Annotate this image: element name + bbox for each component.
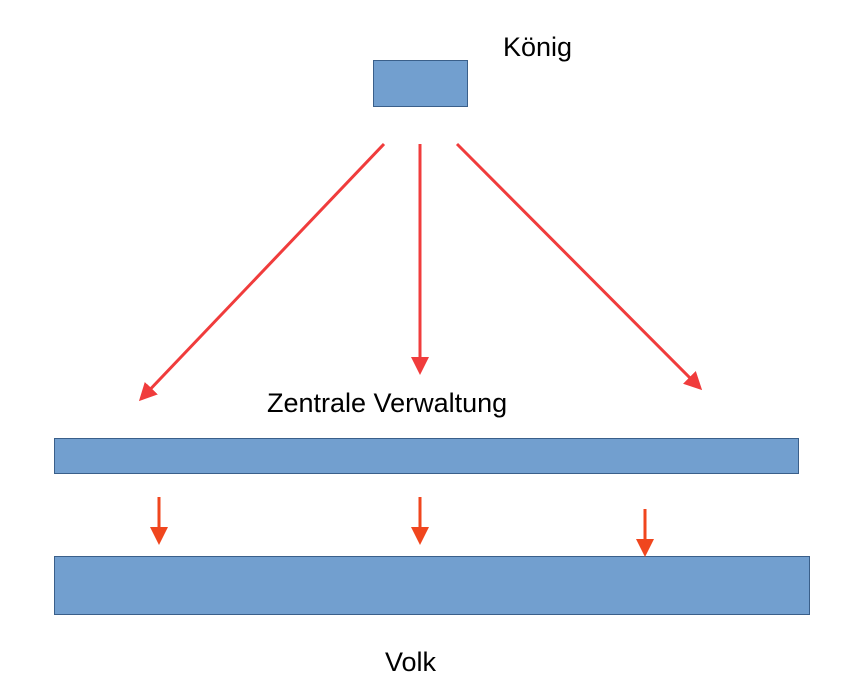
zentrale-verwaltung-label: Zentrale Verwaltung <box>267 388 508 418</box>
zentrale-verwaltung-box <box>54 438 799 474</box>
arrow-koenig-to-verwaltung-right <box>455 142 703 391</box>
volk-label: Volk <box>385 647 437 677</box>
koenig-label: König <box>503 32 573 62</box>
arrow-koenig-to-verwaltung-left <box>138 142 386 402</box>
volk-box <box>54 556 810 615</box>
koenig-box <box>373 60 468 107</box>
